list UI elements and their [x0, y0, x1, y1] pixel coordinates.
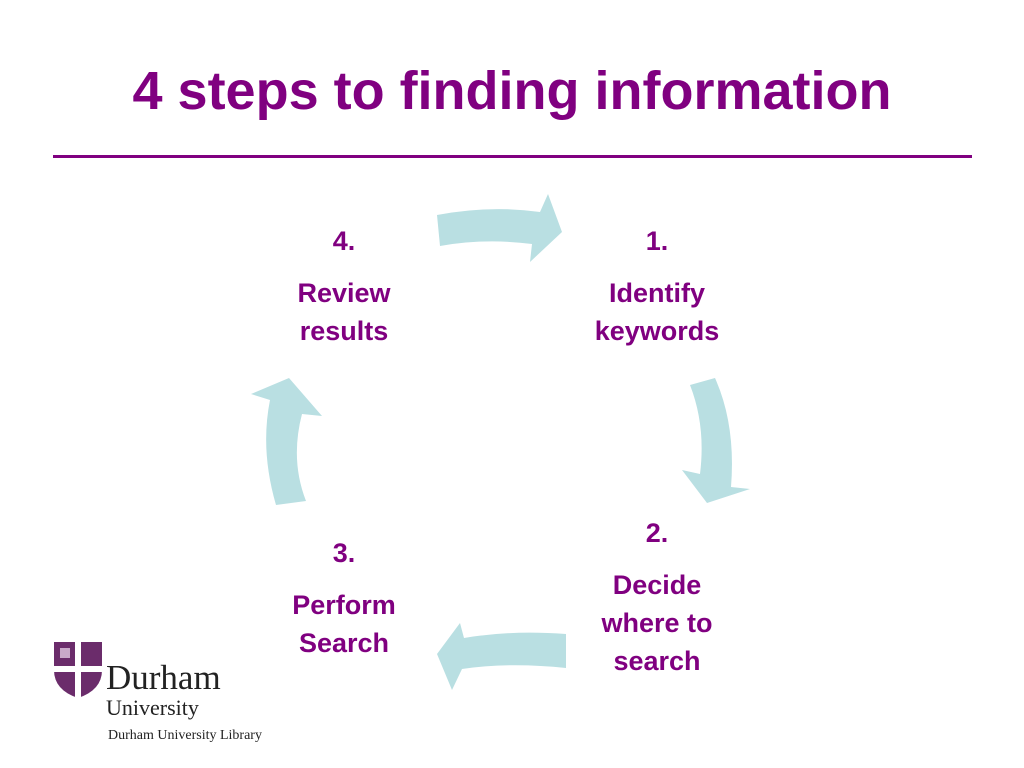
arrow-up-icon: [251, 378, 322, 505]
arrow-left-icon: [437, 623, 566, 690]
step-1-label: Identify keywords: [594, 278, 720, 346]
step-3: 3. Perform Search: [259, 534, 429, 662]
step-1-number: 1.: [645, 226, 669, 256]
title-divider: [53, 155, 972, 158]
step-4-label: Review results: [297, 278, 391, 346]
step-2: 2. Decide where to search: [572, 514, 742, 680]
step-2-label: Decide where to search: [601, 570, 713, 676]
step-3-number: 3.: [332, 538, 356, 568]
durham-logo: Durham University Durham University Libr…: [52, 640, 312, 750]
step-2-number: 2.: [645, 518, 669, 548]
arrow-right-icon: [437, 194, 562, 262]
step-1: 1. Identify keywords: [572, 222, 742, 350]
page-title: 4 steps to finding information: [132, 61, 892, 121]
durham-shield-icon: [54, 642, 102, 698]
arrow-down-icon: [682, 378, 750, 503]
logo-name: Durham: [106, 658, 221, 697]
logo-library: Durham University Library: [108, 728, 262, 743]
step-4: 4. Review results: [259, 222, 429, 350]
step-3-label: Perform Search: [292, 590, 396, 658]
logo-subname: University: [106, 695, 199, 720]
step-4-number: 4.: [332, 226, 356, 256]
